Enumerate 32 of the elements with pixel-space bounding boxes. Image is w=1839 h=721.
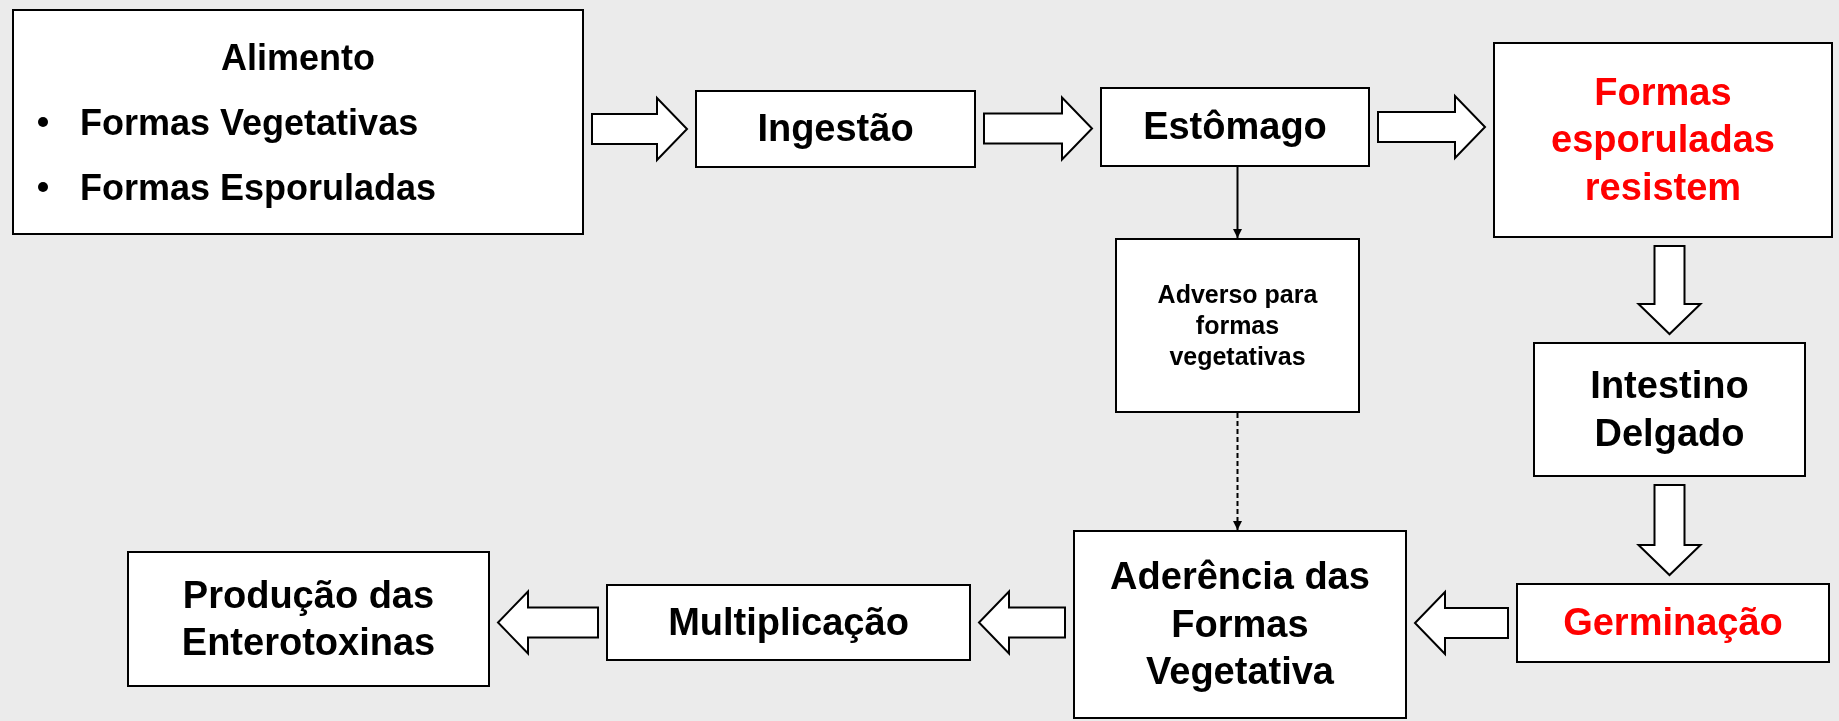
arrow (1233, 412, 1242, 531)
process-box (1533, 342, 1806, 477)
process-box (1115, 238, 1360, 413)
box-text: Formas esporuladas resistem (1550, 69, 1776, 210)
box-text: Germinação (1563, 600, 1783, 646)
block-arrow (977, 589, 1066, 656)
process-box (606, 584, 971, 661)
block-arrow (496, 589, 599, 656)
box-text: Estômago (1143, 104, 1327, 150)
block-arrow (1377, 93, 1487, 161)
block-arrow (1636, 245, 1703, 336)
box-text: Aderência das Formas Vegetativa (1109, 554, 1371, 695)
box-text: Adverso para formas vegetativas (1156, 278, 1319, 373)
process-box (1073, 530, 1407, 719)
process-box (127, 551, 490, 687)
process-box (1516, 583, 1830, 663)
box-text: Intestino Delgado (1589, 363, 1750, 456)
block-arrow (983, 95, 1094, 162)
process-box (12, 9, 584, 235)
process-box (1100, 87, 1370, 167)
block-arrow (591, 95, 689, 163)
process-box (695, 90, 976, 168)
box-text: Alimento (221, 35, 375, 80)
bullet-text: Formas Esporuladas (80, 165, 437, 210)
process-box (1493, 42, 1833, 238)
box-text: Produção das Enterotoxinas (180, 572, 437, 665)
block-arrow (1413, 589, 1509, 657)
block-arrow (1636, 484, 1703, 577)
box-text: Ingestão (757, 106, 914, 152)
arrow (1233, 166, 1242, 239)
bullet-text: Formas Vegetativas (80, 100, 419, 145)
box-text: Multiplicação (668, 599, 909, 645)
